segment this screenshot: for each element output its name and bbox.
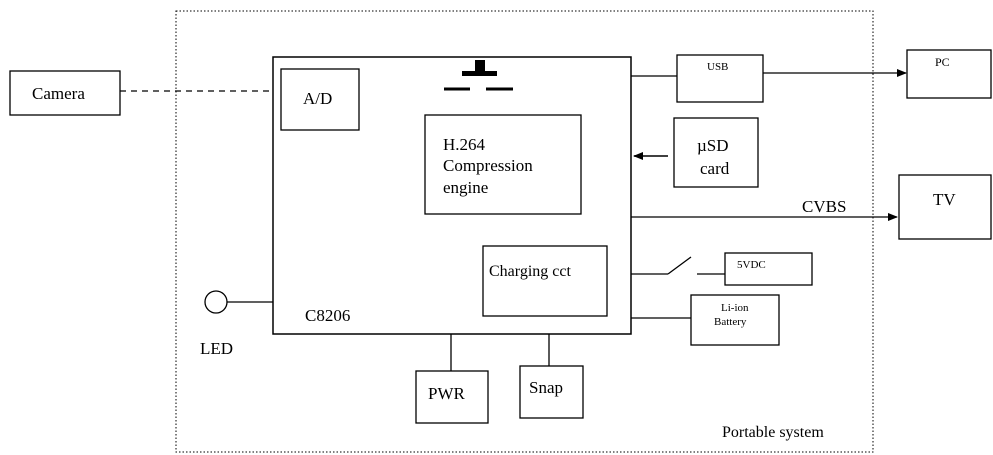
tv-box xyxy=(898,174,992,240)
compression-line-3: engine xyxy=(443,178,488,197)
usb-label: USB xyxy=(707,61,728,73)
ad-converter-label: A/D xyxy=(303,89,332,108)
battery-box xyxy=(690,294,780,346)
compression-line-1: H.264 xyxy=(443,135,486,154)
usd-card-line-2: card xyxy=(700,159,730,178)
led-label: LED xyxy=(200,339,233,358)
ad-converter-box xyxy=(280,68,360,131)
snap-label: Snap xyxy=(529,378,563,397)
pc-box xyxy=(906,49,992,99)
compression-engine-box xyxy=(424,114,582,215)
snap-button-box xyxy=(519,365,584,419)
compression-line-2: Compression xyxy=(443,156,533,175)
5vdc-label: 5VDC xyxy=(737,259,766,271)
power-switch-icon xyxy=(631,256,725,275)
usd-card-line-1: µSD xyxy=(697,136,729,155)
battery-line-1: Li-ion xyxy=(721,302,749,314)
camera-label: Camera xyxy=(32,84,85,103)
pc-label: PC xyxy=(935,55,950,69)
charging-circuit-box xyxy=(482,245,608,317)
cvbs-label: CVBS xyxy=(802,197,846,216)
portable-system-boundary xyxy=(175,10,874,453)
battery-line-2: Battery xyxy=(714,316,747,328)
5vdc-box xyxy=(724,252,813,286)
usd-card-box xyxy=(673,117,759,188)
led-icon xyxy=(204,290,228,314)
chip-label: C8206 xyxy=(305,306,350,325)
usb-box xyxy=(676,54,764,103)
charging-circuit-label: Charging cct xyxy=(489,263,571,280)
pwr-button-box xyxy=(415,370,489,424)
camera-box xyxy=(9,70,121,116)
portable-system-label: Portable system xyxy=(722,424,824,441)
pwr-label: PWR xyxy=(428,384,466,403)
switch-symbol-icon xyxy=(444,60,513,91)
tv-label: TV xyxy=(933,190,956,209)
